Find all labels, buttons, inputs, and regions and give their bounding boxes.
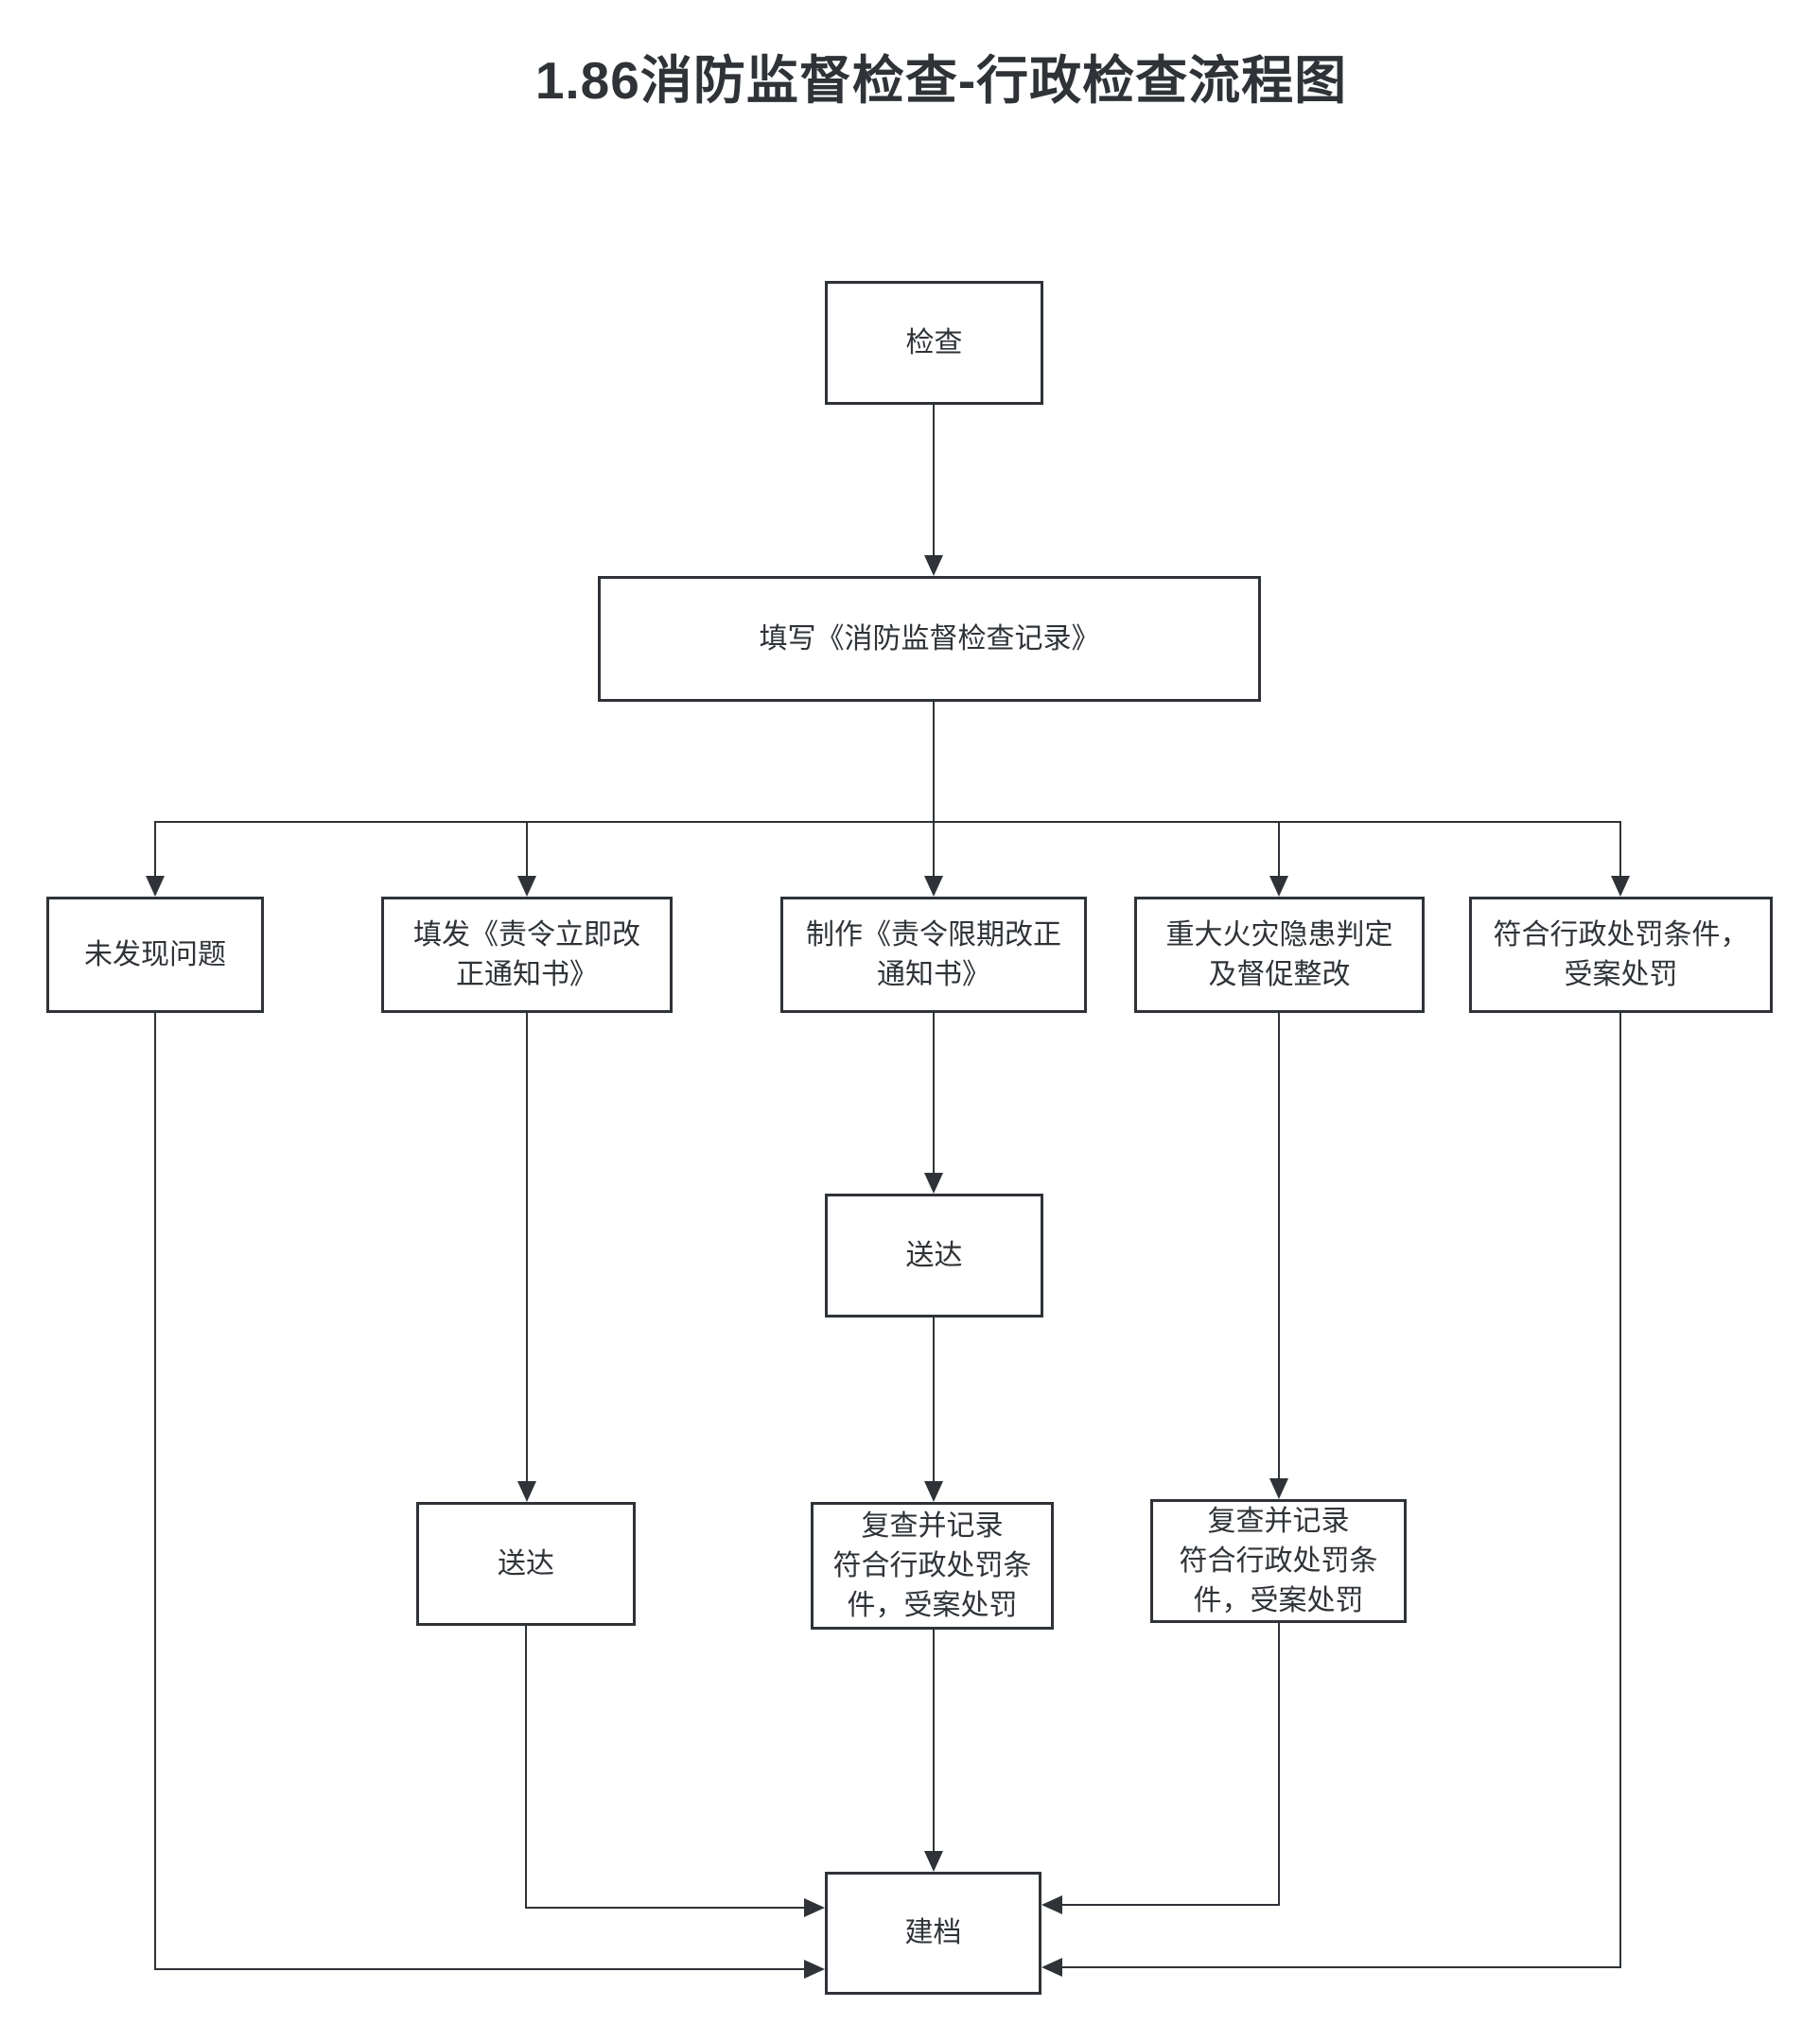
node-delivery-middle: 送达 <box>825 1194 1043 1318</box>
edge-inspection-fill-line <box>933 405 935 558</box>
edge-inspection-fill-arrowhead <box>924 555 943 576</box>
edge-spine-noproblem-arrowhead <box>146 876 165 897</box>
node-recheck-record-middle: 复查并记录 符合行政处罚条 件，受案处罚 <box>811 1502 1054 1630</box>
edge-fill-spine-line <box>933 702 935 823</box>
edge-spine-deadline-line <box>933 822 935 879</box>
edge-immediate-delivery-line <box>526 1013 528 1483</box>
edge-spine-deadline-arrowhead <box>924 876 943 897</box>
edge-spine-immediate-line <box>526 822 528 879</box>
edge-majorhazard-recheck-line <box>1278 1013 1280 1480</box>
node-delivery-left: 送达 <box>416 1502 636 1626</box>
edge-majorhazard-recheck-arrowhead <box>1269 1478 1288 1499</box>
edge-deliveryleft-archive-vline <box>525 1626 527 1909</box>
page-title: 1.86消防监督检查-行政检查流程图 <box>534 51 1348 110</box>
edge-delivery-recheck-line <box>933 1318 935 1483</box>
edge-deliveryleft-archive-arrowhead <box>804 1898 825 1917</box>
edge-spine-penalty-arrowhead <box>1611 876 1630 897</box>
edge-noproblem-archive-vline <box>154 1013 156 1970</box>
edge-immediate-delivery-arrowhead <box>517 1481 536 1502</box>
node-recheck-record-right: 复查并记录 符合行政处罚条 件，受案处罚 <box>1150 1499 1407 1623</box>
edge-deliveryleft-archive-hline <box>525 1907 806 1909</box>
edge-deadline-delivery-arrowhead <box>924 1173 943 1194</box>
edge-noproblem-archive-hline <box>154 1968 806 1970</box>
edge-recheckright-archive-arrowhead <box>1041 1895 1062 1914</box>
branch-spine-line <box>154 821 1621 823</box>
node-no-problem-found: 未发现问题 <box>46 897 264 1013</box>
edge-spine-majorhazard-line <box>1278 822 1280 879</box>
edge-noproblem-archive-arrowhead <box>804 1960 825 1979</box>
edge-penalty-archive-hline <box>1060 1966 1621 1968</box>
node-meets-penalty-conditions: 符合行政处罚条件， 受案处罚 <box>1469 897 1773 1013</box>
edge-deadline-delivery-line <box>933 1013 935 1175</box>
node-major-fire-hazard-determination: 重大火灾隐患判定 及督促整改 <box>1134 897 1425 1013</box>
edge-recheckmid-archive-arrowhead <box>924 1851 943 1872</box>
edge-recheckright-archive-hline <box>1060 1904 1280 1906</box>
edge-recheckmid-archive-line <box>933 1630 935 1854</box>
node-make-deadline-correction-notice: 制作《责令限期改正 通知书》 <box>780 897 1087 1013</box>
edge-spine-noproblem-line <box>154 822 156 879</box>
edge-spine-immediate-arrowhead <box>517 876 536 897</box>
node-inspection: 检查 <box>825 281 1043 405</box>
edge-spine-penalty-line <box>1619 822 1621 879</box>
edge-recheckright-archive-vline <box>1278 1623 1280 1906</box>
edge-penalty-archive-vline <box>1619 1013 1621 1968</box>
edge-penalty-archive-arrowhead <box>1041 1958 1062 1977</box>
node-issue-immediate-correction-notice: 填发《责令立即改 正通知书》 <box>381 897 673 1013</box>
node-archive: 建档 <box>825 1872 1041 1995</box>
edge-spine-majorhazard-arrowhead <box>1269 876 1288 897</box>
node-fill-inspection-record: 填写《消防监督检查记录》 <box>598 576 1261 702</box>
edge-delivery-recheck-arrowhead <box>924 1481 943 1502</box>
